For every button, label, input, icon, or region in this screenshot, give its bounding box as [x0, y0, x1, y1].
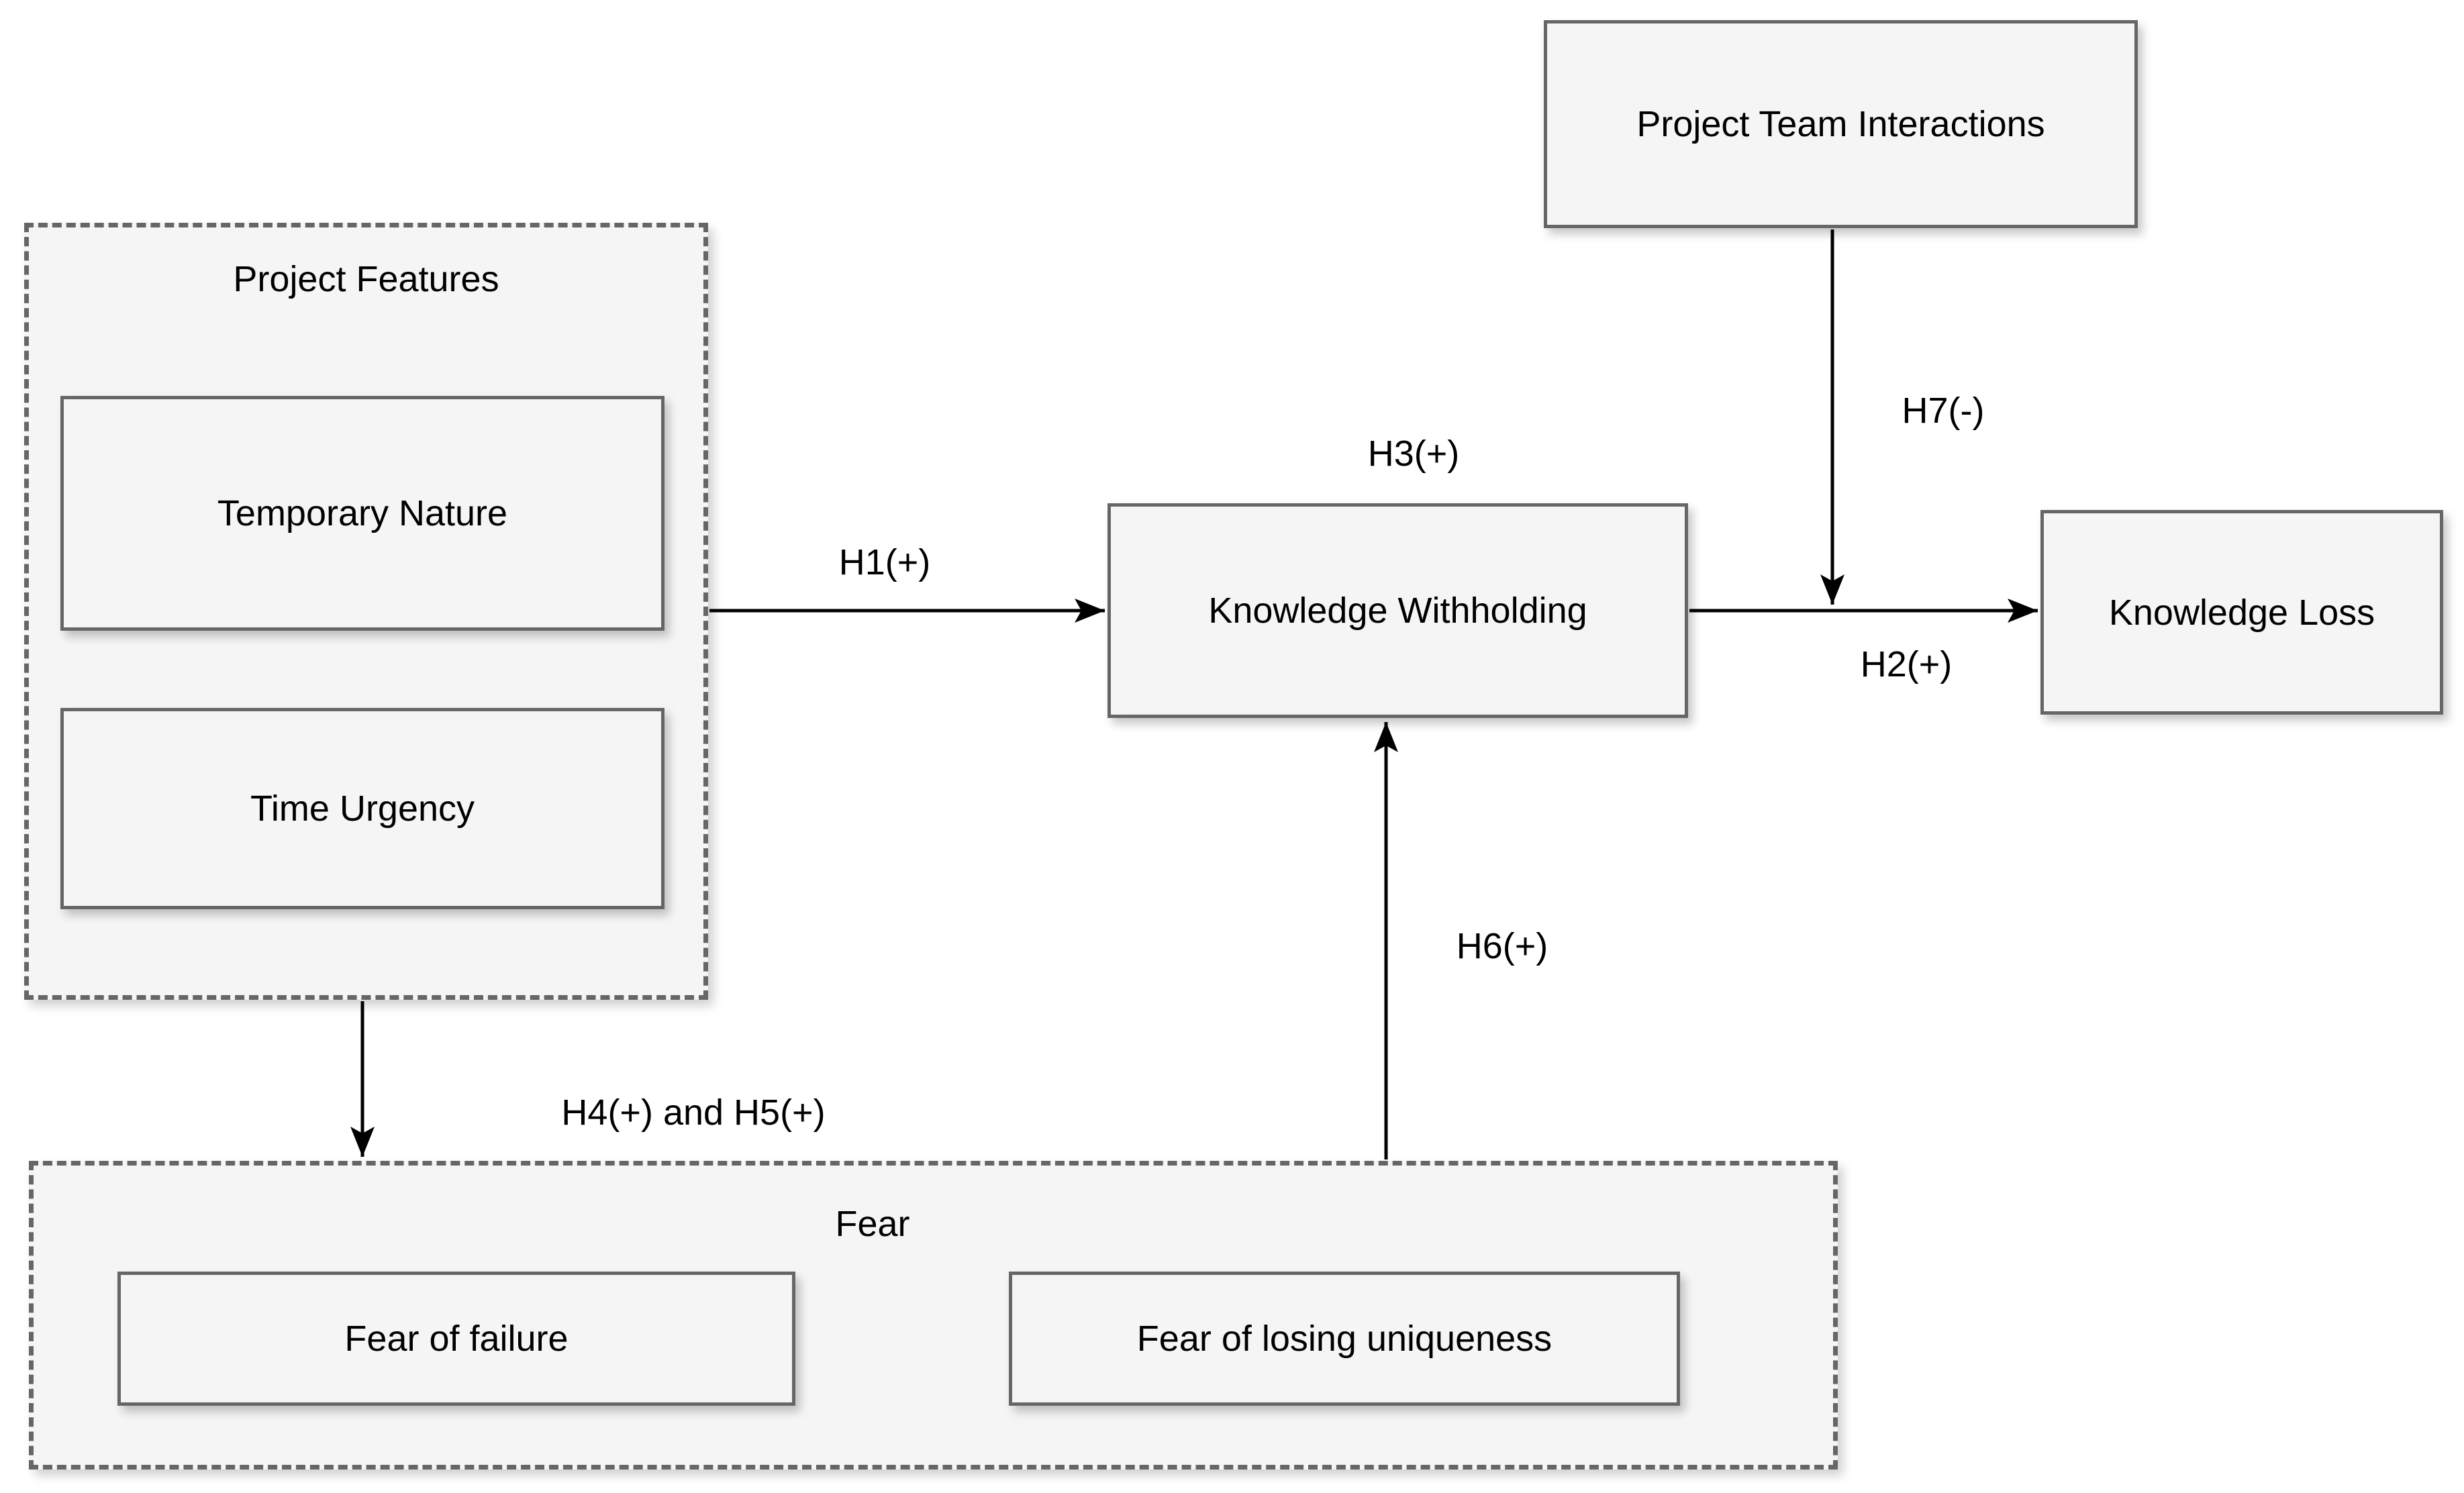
label-h2: H2(+)	[1860, 644, 1953, 684]
group-project-features-title: Project Features	[233, 259, 499, 299]
group-fear-title: Fear	[835, 1204, 910, 1244]
node-knowledge-withholding: Knowledge Withholding	[1107, 503, 1688, 718]
label-h7: H7(-)	[1902, 391, 1985, 431]
node-temporary-nature-label: Temporary Nature	[217, 493, 508, 533]
label-h1: H1(+)	[838, 542, 931, 582]
node-time-urgency-label: Time Urgency	[250, 788, 475, 829]
node-project-team-interactions-label: Project Team Interactions	[1636, 104, 2045, 144]
node-fear-of-failure-label: Fear of failure	[344, 1319, 569, 1359]
node-fear-of-failure: Fear of failure	[117, 1272, 795, 1406]
node-time-urgency: Time Urgency	[60, 708, 664, 909]
node-knowledge-loss-label: Knowledge Loss	[2108, 592, 2375, 633]
label-h3: H3(+)	[1367, 433, 1460, 474]
node-knowledge-loss: Knowledge Loss	[2040, 510, 2443, 715]
node-fear-of-losing-uniqueness: Fear of losing uniqueness	[1009, 1272, 1680, 1406]
label-h4-h5: H4(+) and H5(+)	[561, 1092, 826, 1133]
node-knowledge-withholding-label: Knowledge Withholding	[1208, 590, 1587, 631]
node-temporary-nature: Temporary Nature	[60, 396, 664, 631]
node-fear-of-losing-uniqueness-label: Fear of losing uniqueness	[1136, 1319, 1553, 1359]
node-project-team-interactions: Project Team Interactions	[1544, 20, 2138, 228]
label-h6: H6(+)	[1456, 926, 1548, 966]
